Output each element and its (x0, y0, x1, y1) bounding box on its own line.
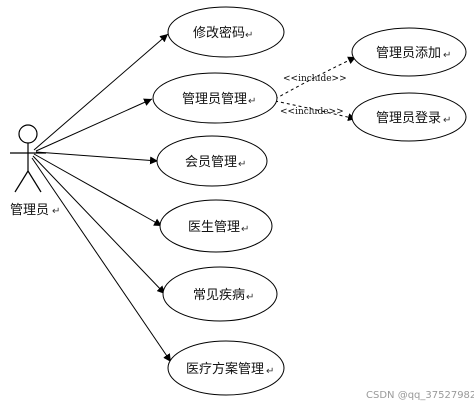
use-case-admin-add (351, 27, 467, 77)
actor-right-leg (27, 170, 42, 193)
actor-return-mark: ↵ (52, 206, 60, 217)
use-case-change-password (167, 6, 285, 58)
return-mark-2: ↵ (248, 96, 256, 107)
label-plan-manage: 医疗方案管理 (186, 361, 264, 377)
use-case-member-manage (156, 135, 268, 187)
assoc-plan-manage (31, 157, 172, 363)
return-mark-1: ↵ (245, 30, 253, 41)
include-label-2: <<include>> (280, 107, 344, 117)
actor-left-leg (14, 170, 29, 193)
use-case-plan-manage (167, 340, 285, 396)
include-admin-login (274, 100, 357, 122)
include-label-1: <<include>> (283, 74, 347, 84)
label-admin-login: 管理员登录 (376, 111, 441, 126)
include-relations (274, 56, 357, 122)
assoc-common-disease (32, 155, 166, 295)
label-admin-add: 管理员添加 (376, 46, 441, 61)
use-case-doctor-manage (159, 199, 273, 253)
return-mark-3: ↵ (238, 159, 246, 170)
return-mark-8: ↵ (443, 115, 451, 126)
assoc-doctor-manage (33, 153, 163, 227)
use-case-common-disease (162, 266, 278, 322)
actor-head (18, 124, 38, 144)
assoc-change-password (33, 33, 169, 151)
use-case-ellipses (152, 6, 467, 396)
return-mark-4: ↵ (241, 224, 249, 235)
label-member-manage: 会员管理 (185, 155, 237, 170)
assoc-member-manage (35, 151, 159, 165)
return-mark-7: ↵ (443, 50, 451, 61)
watermark: CSDN @qq_375279829 (366, 390, 474, 401)
return-mark-6: ↵ (266, 366, 274, 377)
return-mark-5: ↵ (246, 292, 254, 303)
label-admin-manage: 管理员管理 (182, 92, 247, 107)
label-change-password: 修改密码 (193, 25, 245, 41)
actor-label: 管理员 (10, 203, 49, 218)
assoc-admin-manage (35, 98, 153, 152)
associations (31, 33, 172, 363)
use-case-admin-login (351, 92, 467, 142)
label-common-disease: 常见疾病 (193, 288, 245, 303)
use-case-admin-manage (152, 72, 278, 124)
actor-figure (10, 124, 46, 193)
label-doctor-manage: 医生管理 (188, 220, 240, 235)
